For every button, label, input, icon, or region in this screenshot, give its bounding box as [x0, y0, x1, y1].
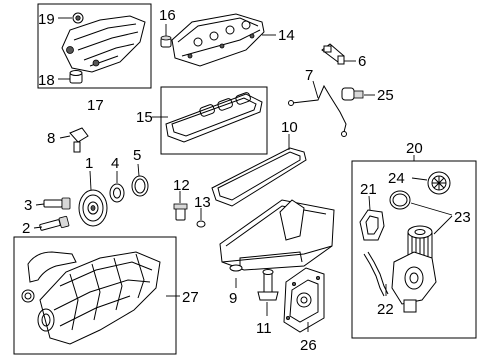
callout-23: 23 — [454, 209, 471, 226]
sensor-6 — [321, 43, 345, 65]
callout-5: 5 — [133, 147, 141, 164]
filter-cap-24 — [427, 171, 451, 195]
oil-pickup-11 — [257, 269, 279, 301]
oil-pump-26 — [283, 267, 325, 333]
callout-25: 25 — [377, 87, 394, 104]
intake-manifold — [37, 251, 161, 345]
callout-1: 1 — [85, 155, 93, 172]
engine-cover-group-box — [37, 3, 152, 89]
callout-17: 17 — [87, 97, 104, 114]
oil-pan-9 — [219, 199, 335, 272]
callout-22: 22 — [377, 301, 394, 318]
oil-pan-gasket-10 — [211, 147, 307, 207]
seal-4 — [109, 183, 125, 203]
drain-plug-12 — [173, 203, 188, 221]
valve-cover-gasket — [165, 92, 263, 143]
callout-6: 6 — [358, 53, 366, 70]
callout-2: 2 — [22, 220, 30, 237]
dipstick-tube-7 — [288, 84, 347, 137]
callout-12: 12 — [173, 177, 190, 194]
callout-14: 14 — [278, 27, 295, 44]
valve-cover — [171, 13, 265, 67]
crankshaft-pulley-1 — [78, 189, 108, 227]
seal-5 — [131, 175, 149, 197]
callout-20: 20 — [406, 140, 423, 157]
oil-cooler-housing — [391, 251, 437, 313]
oring-23a — [389, 190, 411, 210]
callout-4: 4 — [111, 155, 119, 172]
callout-3: 3 — [24, 197, 32, 214]
gasket-group-box — [160, 86, 268, 155]
sensor-25 — [341, 87, 364, 101]
callout-13: 13 — [194, 194, 211, 211]
callout-16: 16 — [159, 7, 176, 24]
gasket-21 — [359, 209, 385, 241]
callout-15: 15 — [136, 109, 153, 126]
callout-24: 24 — [388, 170, 405, 187]
callout-21: 21 — [360, 181, 377, 198]
bolt-2 — [39, 215, 70, 231]
callout-26: 26 — [300, 337, 317, 354]
callout-9: 9 — [229, 290, 237, 307]
washer-13 — [196, 220, 206, 228]
callout-10: 10 — [281, 119, 298, 136]
valve-cover-grommet-16 — [160, 35, 172, 48]
callout-19: 19 — [38, 11, 55, 28]
callout-18: 18 — [38, 72, 55, 89]
intake-gasket — [21, 251, 77, 303]
seal-strip-22 — [363, 251, 389, 297]
intake-manifold-group-box — [13, 236, 177, 355]
cover-mount-18 — [69, 70, 83, 84]
sensor-8 — [69, 127, 89, 153]
callout-7: 7 — [305, 67, 313, 84]
cover-grommet-19 — [72, 12, 84, 24]
callout-27: 27 — [182, 289, 199, 306]
engine-cover — [61, 15, 146, 73]
callout-11: 11 — [256, 320, 272, 337]
callout-8: 8 — [47, 130, 55, 147]
bolt-3 — [43, 197, 71, 210]
